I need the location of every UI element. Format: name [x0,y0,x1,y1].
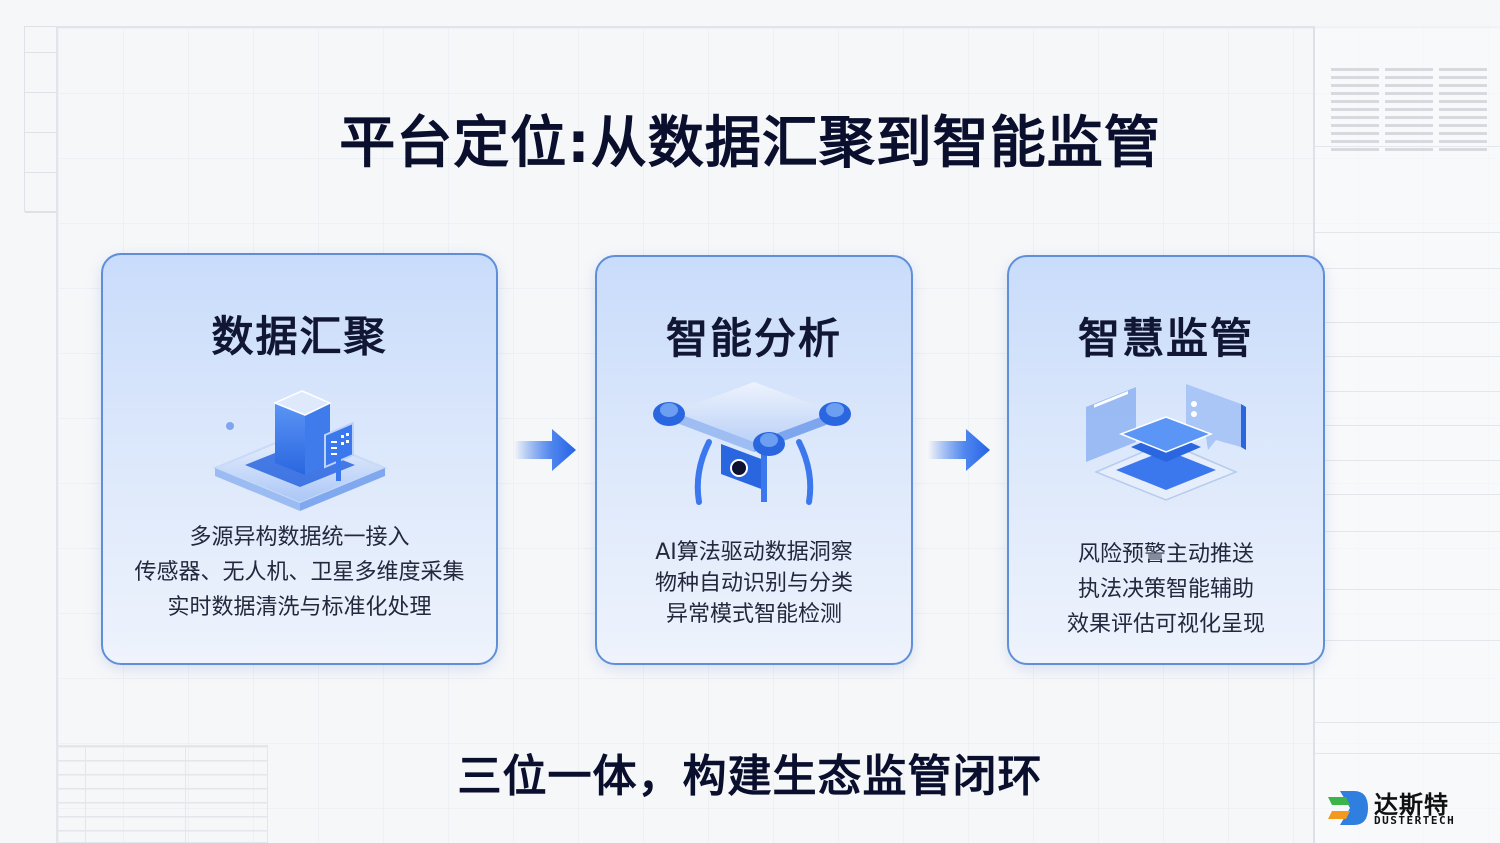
background-right-panel [1313,26,1500,843]
card-line: 物种自动识别与分类 [654,571,853,596]
card-description: AI算法驱动数据洞察 物种自动识别与分类 异常模式智能检测 [597,537,911,630]
layered-platform-chat-icon [1086,384,1246,501]
card-line: 实时数据清洗与标准化处理 [167,595,432,620]
card-line: 执法决策智能辅助 [1077,577,1254,602]
card-title: 数据汇聚 [211,312,388,361]
card-title: 智能分析 [665,314,842,363]
card-description: 风险预警主动推送 执法决策智能辅助 效果评估可视化呈现 [1009,537,1323,642]
card-smart-supervision: 智慧监管 风险预警主动推送 执法决策智能辅助 效果评估可视化呈现 [1007,255,1325,665]
card-line: 风险预警主动推送 [1077,542,1254,567]
data-center-building-icon [211,390,388,511]
card-line: 效果评估可视化呈现 [1066,612,1265,637]
arrow-right-icon [514,429,576,471]
card-title: 智慧监管 [1077,314,1254,363]
slide-title: 平台定位:从数据汇聚到智能监管 [339,111,1161,176]
card-line: AI算法驱动数据洞察 [655,540,853,565]
card-description: 多源异构数据统一接入 传感器、无人机、卫星多维度采集 实时数据清洗与标准化处理 [103,520,496,625]
background-left-ruler [24,26,56,213]
card-data-aggregation: 数据汇聚 多源异构数据统一接入 传感器、无人机、卫星多维度采集 实时数据清洗与标… [101,253,498,665]
card-intelligent-analysis: 智能分析 AI算法驱动数据洞察 物种自动识别与分类 异常模式智能检测 [595,255,913,665]
background-text-lines [1331,68,1491,156]
card-line: 传感器、无人机、卫星多维度采集 [134,560,465,585]
card-line: 异常模式智能检测 [665,602,842,627]
card-line: 多源异构数据统一接入 [189,525,410,550]
company-logo: 达斯特 DUSTERTECH [1326,787,1476,829]
logo-name-cn: 达斯特 [1374,791,1449,819]
logo-name-en: DUSTERTECH [1374,814,1456,827]
drone-icon [653,382,851,505]
arrow-right-icon [928,429,990,471]
slide-subtitle: 三位一体，构建生态监管闭环 [457,751,1043,802]
logo-mark-icon [1328,791,1368,825]
